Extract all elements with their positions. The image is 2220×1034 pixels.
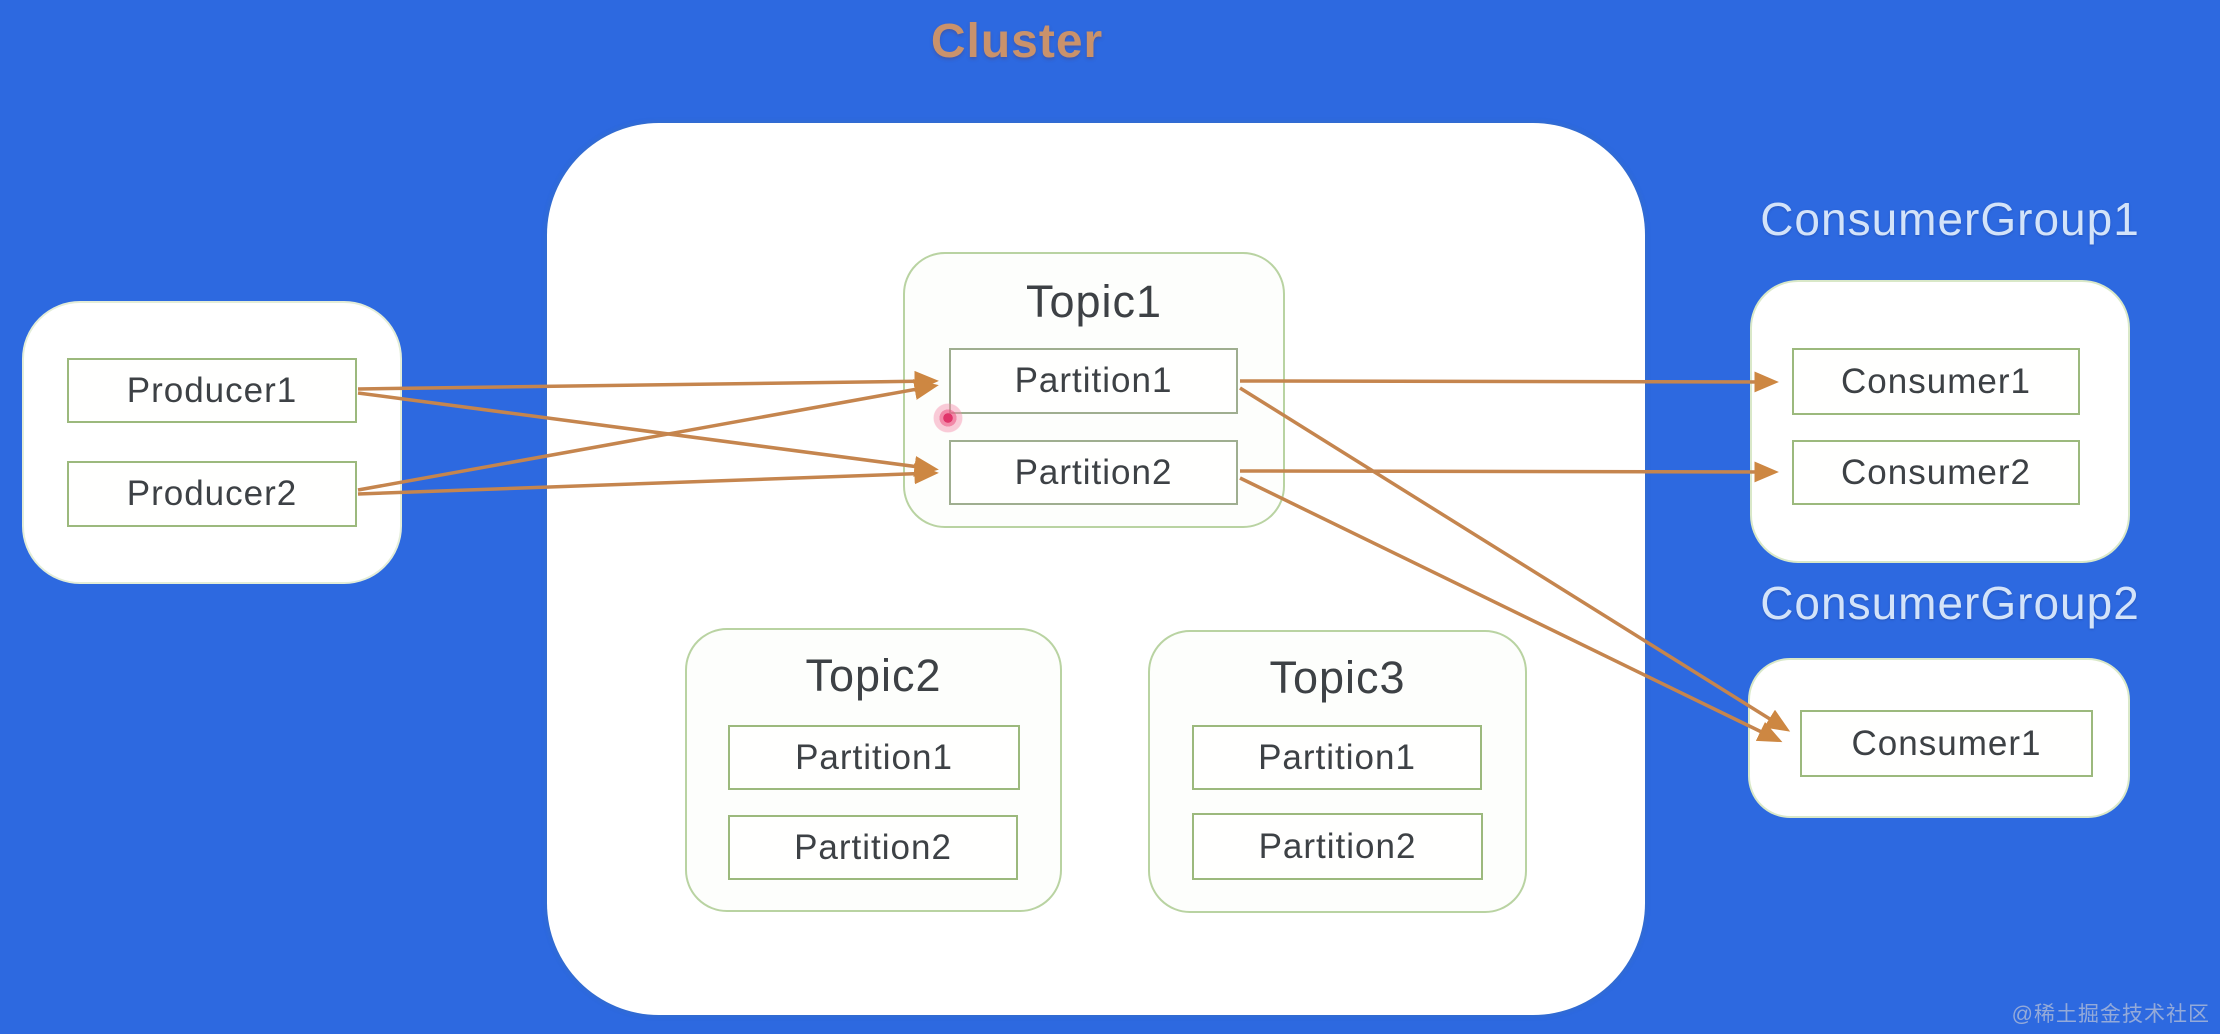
- producer2-node: Producer2: [67, 461, 357, 527]
- producers-container: [22, 301, 402, 584]
- producer1-node: Producer1: [67, 358, 357, 423]
- topic1-title: Topic1: [1025, 276, 1163, 327]
- topic2-partition1-node: Partition1: [728, 725, 1020, 790]
- topic3-title: Topic3: [1269, 652, 1406, 703]
- watermark-text: @稀土掘金技术社区: [2011, 1003, 2210, 1026]
- consumergroup2-consumer1-node: Consumer1: [1800, 710, 2093, 777]
- topic3-partition2-node: Partition2: [1192, 813, 1483, 880]
- consumer-group2-label: ConsumerGroup2: [1760, 577, 2140, 629]
- cluster-title: Cluster: [930, 15, 1104, 68]
- consumer-group1-label: ConsumerGroup1: [1760, 193, 2140, 245]
- topic2-partition2-node: Partition2: [728, 815, 1018, 880]
- topic1-partition1-node: Partition1: [949, 348, 1238, 414]
- consumer-group1-container: [1750, 280, 2130, 563]
- topic1-partition2-node: Partition2: [949, 440, 1238, 505]
- consumergroup1-consumer1-node: Consumer1: [1792, 348, 2080, 415]
- topic2-title: Topic2: [805, 650, 942, 701]
- consumergroup1-consumer2-node: Consumer2: [1792, 440, 2080, 505]
- topic3-partition1-node: Partition1: [1192, 725, 1482, 790]
- cursor-dot: [933, 403, 963, 433]
